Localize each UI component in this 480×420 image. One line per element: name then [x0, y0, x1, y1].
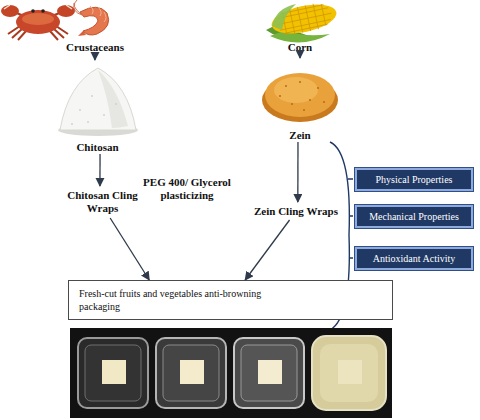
sample-photo: [85, 345, 141, 401]
sample-photo: [320, 344, 378, 402]
flow-arrow: [245, 220, 289, 280]
shrimp-picture: [74, 0, 82, 15]
chitosan-powder-picture: [79, 109, 81, 111]
property-box: Physical Properties: [355, 168, 473, 191]
zein-powder-picture: [291, 103, 293, 105]
sample-photo: [102, 360, 126, 384]
flow-arrow: [99, 154, 100, 186]
crab-picture: [41, 9, 45, 13]
sample-photo: [163, 345, 219, 401]
crab-picture: [31, 9, 35, 13]
crab-picture: [1, 5, 75, 40]
zein-powder-picture: [303, 109, 305, 111]
corn-picture: [272, 4, 296, 30]
sample-photo: [70, 328, 392, 418]
node-text: Mechanical Properties: [369, 211, 459, 223]
process-note: PEG 400/ Glycerol plasticizing: [128, 176, 246, 202]
sample-photo: [312, 336, 386, 410]
crab-picture: [4, 5, 72, 9]
node-text: Antioxidant Activity: [373, 253, 456, 265]
application-box: Fresh-cut fruits and vegetables anti-bro…: [68, 280, 393, 320]
zein-powder-picture: [323, 101, 325, 103]
chitosan-powder-picture: [58, 68, 138, 136]
chitosan-powder-picture: [115, 103, 117, 105]
chitosan-powder-picture: [103, 114, 105, 116]
node-text: Physical Properties: [376, 174, 453, 186]
flow-arrow: [299, 54, 300, 58]
zein-powder-picture: [279, 81, 325, 111]
chitosan-powder-picture: [71, 123, 73, 125]
source-label: Corn: [265, 0, 335, 54]
corn-picture: [266, 0, 339, 43]
chitosan-powder-picture: [60, 68, 136, 130]
flow-arrow: [94, 54, 95, 60]
zein-powder-picture: [265, 73, 335, 117]
material-label: Chitosan: [55, 60, 140, 154]
sample-photo: [180, 360, 204, 384]
property-bracket: [348, 179, 353, 258]
chitosan-powder-picture: [87, 121, 89, 123]
property-box: Mechanical Properties: [355, 205, 473, 228]
zein-powder-picture: [279, 95, 281, 97]
property-box: Antioxidant Activity: [355, 247, 473, 270]
crab-picture: [22, 13, 54, 25]
film-label: Zein Cling Wraps: [250, 202, 342, 220]
sample-photo: [70, 328, 392, 418]
source-label: Crustaceans: [45, 0, 145, 54]
chitosan-powder-picture: [71, 95, 117, 125]
crab-picture: [16, 10, 60, 34]
node-text: Zein Cling Wraps: [254, 205, 338, 218]
zein-powder-picture: [274, 77, 318, 103]
node-text: Fresh-cut fruits and vegetables anti-bro…: [79, 287, 304, 313]
flow-arrow: [110, 218, 149, 280]
node-text: Crustaceans: [66, 41, 124, 54]
node-text: Chitosan Cling Wraps: [60, 189, 145, 215]
chitosan-powder-picture: [91, 95, 93, 97]
flow-arrow: [297, 142, 298, 202]
sample-photo: [241, 345, 297, 401]
node-text: Zein: [289, 129, 310, 142]
crab-picture: [1, 5, 19, 17]
corn-picture: [269, 0, 339, 39]
sample-photo: [258, 360, 282, 384]
node-text: Chitosan: [76, 141, 118, 154]
film-label: Chitosan Cling Wraps: [60, 186, 145, 218]
zein-powder-picture: [317, 87, 319, 89]
zein-powder-picture: [309, 99, 311, 101]
sample-photo: [338, 360, 362, 384]
node-text: Corn: [288, 41, 312, 54]
shrimp-picture: [74, 0, 109, 36]
zein-powder-picture: [262, 73, 338, 122]
crab-picture: [57, 5, 75, 17]
sample-photo: [78, 338, 148, 408]
zein-powder-picture: [285, 85, 287, 87]
shrimp-picture: [78, 31, 86, 36]
material-label: Zein: [258, 58, 342, 142]
sample-photo: [156, 338, 226, 408]
chitosan-powder-picture: [98, 70, 128, 128]
shrimp-picture: [90, 6, 106, 22]
zein-powder-picture: [299, 81, 301, 83]
sample-photo: [234, 338, 304, 408]
